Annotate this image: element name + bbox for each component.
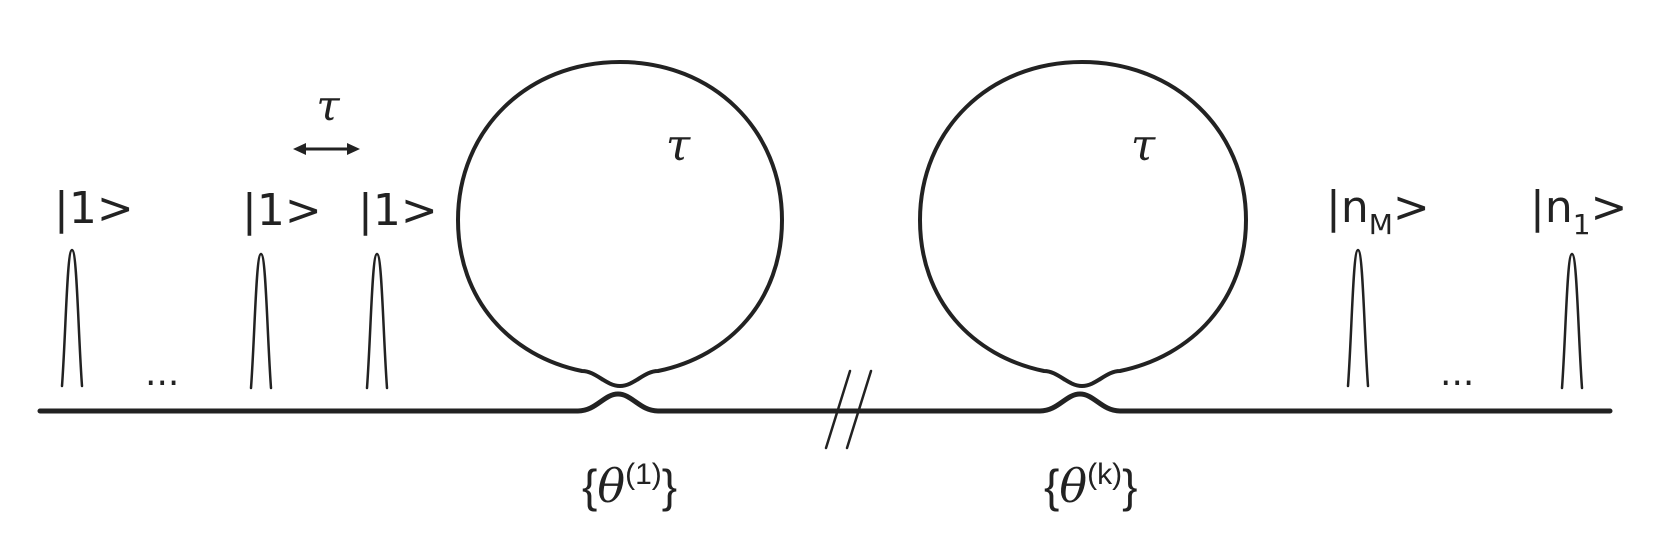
output-ellipsis: ... bbox=[1440, 353, 1474, 394]
output-state-label-2: |n1> bbox=[1530, 182, 1627, 241]
input-pulse-3 bbox=[365, 252, 389, 390]
output-pulse-1 bbox=[1346, 248, 1370, 388]
input-pulse-1 bbox=[60, 248, 84, 388]
delay-spacing-label: τ bbox=[316, 81, 340, 130]
loop-2-setting-label: {θ(k)} bbox=[1044, 458, 1137, 513]
waveguide bbox=[37, 391, 1613, 414]
delay-loop-1 bbox=[456, 60, 784, 388]
delay-spacing-arrow bbox=[293, 143, 360, 155]
input-state-label-3: |1> bbox=[358, 185, 438, 236]
loop-1-delay-label: τ bbox=[666, 120, 691, 171]
loop-2-delay-label: τ bbox=[1131, 120, 1156, 171]
input-state-label-1: |1> bbox=[54, 183, 134, 234]
input-state-label-2: |1> bbox=[242, 185, 322, 236]
loop-1-setting-label: {θ(1)} bbox=[582, 458, 677, 513]
output-pulse-2 bbox=[1560, 252, 1584, 390]
input-ellipsis: ... bbox=[145, 353, 179, 394]
input-pulse-2 bbox=[249, 252, 273, 390]
delay-loop-2 bbox=[918, 60, 1248, 388]
break-mark-icon bbox=[824, 369, 873, 450]
output-state-label-1: |nM> bbox=[1326, 182, 1430, 241]
